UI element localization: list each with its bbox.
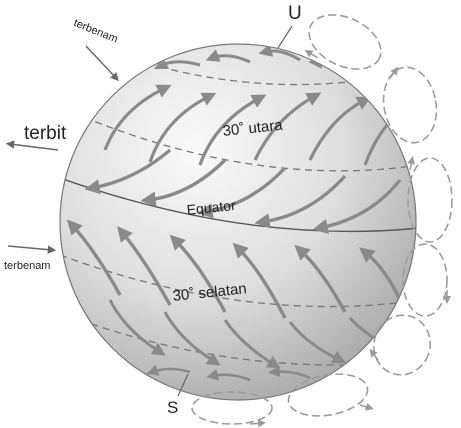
circulation-loop-icon [287, 373, 369, 417]
sunrise-label: terbit [24, 123, 67, 144]
circulation-arrowheads [249, 49, 451, 428]
westerlies-south [108, 299, 402, 369]
straight-arrow-icon [7, 245, 57, 254]
axis-south [177, 373, 189, 397]
equator-line [60, 177, 416, 233]
circulation-loop-icon [308, 14, 382, 70]
trade-winds-south [66, 219, 402, 319]
polar-easterlies-south [146, 364, 311, 382]
straight-arrow-icon [85, 45, 119, 82]
circulation-loop-icon [407, 157, 453, 243]
north-pole-label: U [288, 3, 302, 24]
latitude-line-30n [61, 107, 416, 172]
globe [59, 43, 417, 401]
circulation-cells [191, 14, 453, 425]
latitude-line-30s [60, 254, 416, 308]
axis-north [277, 25, 293, 49]
circulation-loop-icon [191, 391, 273, 425]
sunset-label-bottom: terbenam [4, 260, 51, 272]
circulation-loop-icon [372, 314, 432, 376]
straight-arrow-icon [5, 140, 59, 151]
circulation-loop-icon [382, 66, 438, 144]
trade-winds-north [84, 148, 402, 234]
south-pole-label: S [167, 398, 179, 417]
circulation-loop-icon [402, 243, 448, 317]
